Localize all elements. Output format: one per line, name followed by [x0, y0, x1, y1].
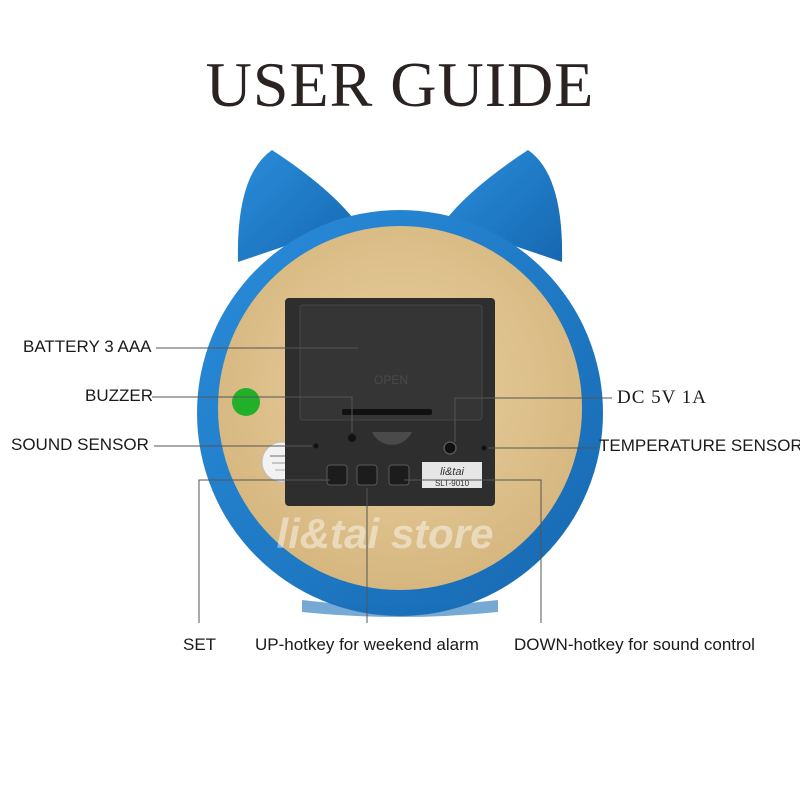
left-ear	[237, 150, 356, 262]
brand-label-text: li&tai	[440, 466, 464, 478]
leader-down	[404, 479, 542, 623]
page-title: USER GUIDE	[205, 49, 595, 120]
label-set: SET	[183, 635, 217, 654]
back-panel: OPEN li&tai SLT-9010	[285, 298, 495, 506]
label-down-hotkey: DOWN-hotkey for sound control	[514, 635, 755, 654]
temperature-sensor-hole	[481, 445, 487, 451]
leader-lines	[152, 347, 612, 623]
right-ear	[444, 150, 563, 262]
label-up-hotkey: UP-hotkey for weekend alarm	[255, 635, 479, 654]
model-label-text: SLT-9010	[435, 479, 470, 488]
up-button[interactable]	[356, 464, 378, 486]
buzzer-hole	[348, 434, 356, 442]
label-battery: BATTERY 3 AAA	[23, 337, 152, 356]
battery-cover	[299, 304, 483, 421]
green-indicator-dot	[232, 388, 260, 416]
leader-buzzer	[152, 396, 353, 432]
cover-slot	[342, 409, 432, 415]
leader-dc	[454, 397, 612, 442]
clock-foot	[302, 600, 498, 617]
battery-open-text: OPEN	[374, 373, 408, 387]
dc-jack	[443, 441, 457, 455]
leader-set	[198, 479, 330, 623]
sound-sensor-hole	[313, 443, 319, 449]
set-button[interactable]	[326, 464, 348, 486]
watermark-text: li&tai store	[276, 510, 493, 557]
label-buzzer: BUZZER	[85, 386, 153, 405]
buzzer-speaker	[372, 432, 412, 445]
label-temperature-sensor: TEMPERATURE SENSOR	[599, 436, 800, 455]
brand-label-box	[422, 462, 482, 488]
label-sound-sensor: SOUND SENSOR	[11, 435, 149, 454]
down-button[interactable]	[388, 464, 410, 486]
label-dc-power: DC 5V 1A	[617, 387, 707, 408]
